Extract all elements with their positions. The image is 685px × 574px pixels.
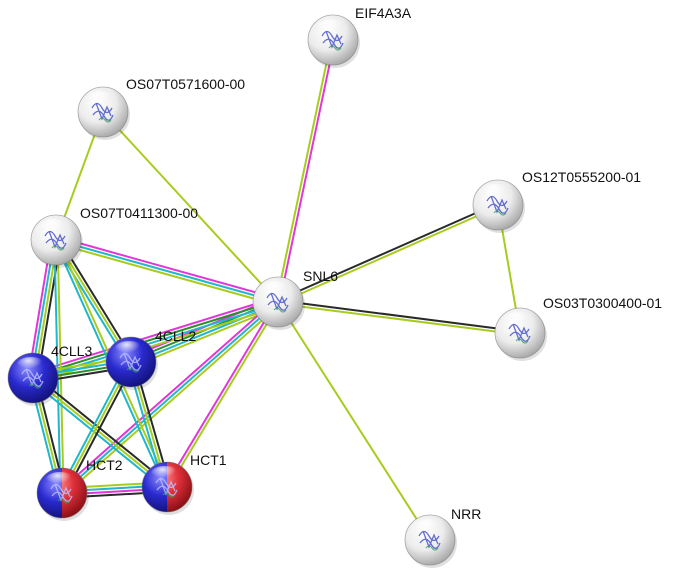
edge-SNL6-OS07T0411300-00[interactable]: [54, 235, 280, 307]
node-label: OS03T0300400-01: [543, 295, 662, 311]
node-OS12T0555200-01[interactable]: OS12T0555200-01: [472, 169, 641, 233]
node-label: HCT1: [190, 452, 227, 468]
node-HCT1[interactable]: HCT1: [141, 452, 227, 515]
node-label: OS07T0411300-00: [80, 205, 198, 221]
node-SNL6[interactable]: SNL6: [252, 268, 338, 330]
edge-SNL6-HCT1[interactable]: [164, 300, 281, 489]
edge-SNL6-OS07T0571600-00[interactable]: [102, 111, 279, 303]
node-HCT2[interactable]: HCT2: [36, 457, 123, 521]
edge-line-textmining: [56, 239, 65, 494]
node-label: OS07T0571600-00: [126, 76, 245, 92]
edge-SNL6-OS12T0555200-01[interactable]: [276, 202, 500, 305]
edge-line-coexpression: [276, 202, 499, 302]
edge-line-textmining: [131, 305, 281, 368]
node-label: 4CLL3: [51, 343, 92, 359]
node-OS03T0300400-01[interactable]: OS03T0300400-01: [494, 295, 662, 361]
edge-OS07T0411300-00-HCT2[interactable]: [53, 239, 65, 494]
protein-structure-icon: [508, 323, 531, 344]
edge-line-database: [30, 379, 166, 491]
edge-line-textmining: [167, 301, 281, 489]
node-label: 4CLL2: [155, 328, 196, 344]
node-OS07T0571600-00[interactable]: OS07T0571600-00: [77, 76, 245, 140]
edge-SNL6-NRR[interactable]: [277, 301, 431, 541]
node-label: EIF4A3A: [355, 5, 412, 21]
edge-line-experiments: [58, 298, 277, 492]
edge-SNL6-OS03T0300400-01[interactable]: [276, 299, 522, 336]
node-label: OS12T0555200-01: [522, 169, 641, 185]
node-4CLL2[interactable]: 4CLL2: [105, 328, 196, 390]
edge-line-experiments: [55, 235, 280, 300]
node-layer: EIF4A3A OS07T0571600-00OS12T0555200-01OS0…: [7, 5, 662, 568]
edge-line-textmining: [276, 302, 521, 336]
edge-line-experiments: [30, 296, 278, 375]
node-label: HCT2: [86, 457, 123, 473]
node-label: SNL6: [303, 268, 338, 284]
node-4CLL3[interactable]: 4CLL3: [7, 343, 92, 406]
edge-line-textmining: [63, 303, 282, 497]
edge-line-experiments: [164, 300, 278, 488]
node-label: NRR: [451, 506, 481, 522]
edge-line-coexpression: [277, 299, 522, 333]
edge-4CLL3-HCT1[interactable]: [30, 374, 170, 491]
edge-SNL6-EIF4A3A[interactable]: [275, 38, 336, 304]
edge-line-textmining: [102, 111, 279, 303]
edge-SNL6-HCT2[interactable]: [58, 298, 282, 497]
edge-line-coexpression: [34, 374, 170, 486]
edge-line-textmining: [277, 205, 500, 305]
node-NRR[interactable]: NRR: [404, 506, 481, 568]
edge-line-textmining: [32, 377, 168, 488]
edge-line-textmining: [54, 242, 279, 307]
node-OS07T0411300-00[interactable]: OS07T0411300-00: [30, 205, 198, 268]
edge-line-experiments: [278, 39, 336, 304]
node-EIF4A3A[interactable]: EIF4A3A: [307, 5, 412, 68]
edge-line-neighborhood: [31, 299, 279, 378]
edge-line-database: [55, 239, 279, 303]
edge-line-database: [53, 239, 62, 494]
edge-line-database: [61, 301, 279, 494]
edge-line-textmining: [275, 38, 333, 303]
edge-line-textmining: [277, 301, 431, 541]
